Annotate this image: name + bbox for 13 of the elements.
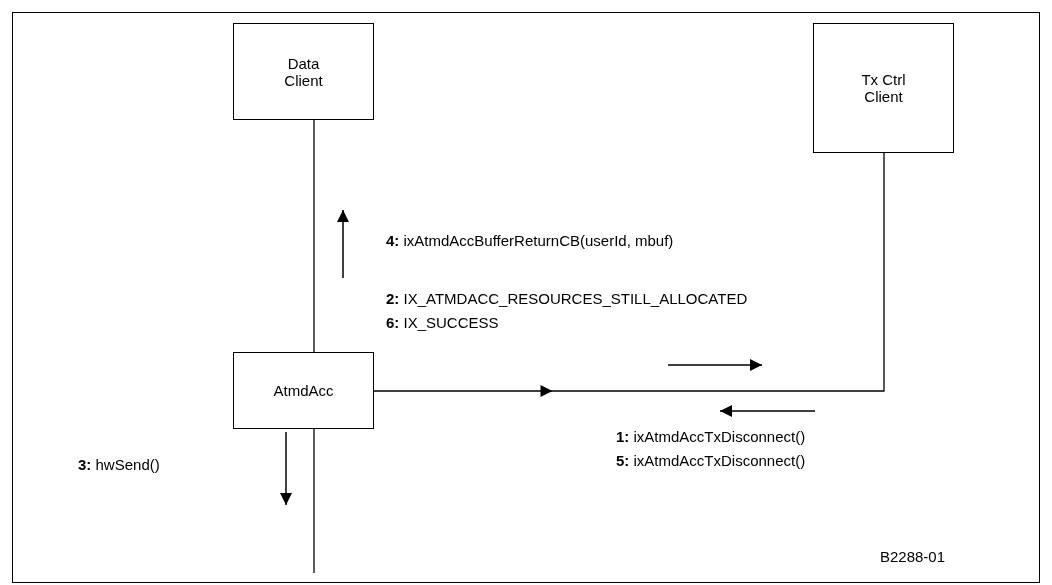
message-label: 3: hwSend() xyxy=(78,456,160,473)
message-label: 1: ixAtmdAccTxDisconnect() xyxy=(616,428,806,445)
message-label: 6: IX_SUCCESS xyxy=(386,314,499,331)
node-label: AtmdAcc xyxy=(273,382,334,399)
message-label: 5: ixAtmdAccTxDisconnect() xyxy=(616,452,806,469)
object-box xyxy=(233,23,374,120)
object-box xyxy=(813,23,954,153)
figure-id: B2288-01 xyxy=(880,548,946,565)
node-label: Data Client xyxy=(283,54,324,89)
object-box xyxy=(233,352,374,429)
node-label: Tx Ctrl Client xyxy=(860,71,907,105)
message-label: 4: ixAtmdAccBufferReturnCB(userId, mbuf) xyxy=(386,232,674,249)
message-label: 2: IX_ATMDACC_RESOURCES_STILL_ALLOCATED xyxy=(386,290,748,307)
